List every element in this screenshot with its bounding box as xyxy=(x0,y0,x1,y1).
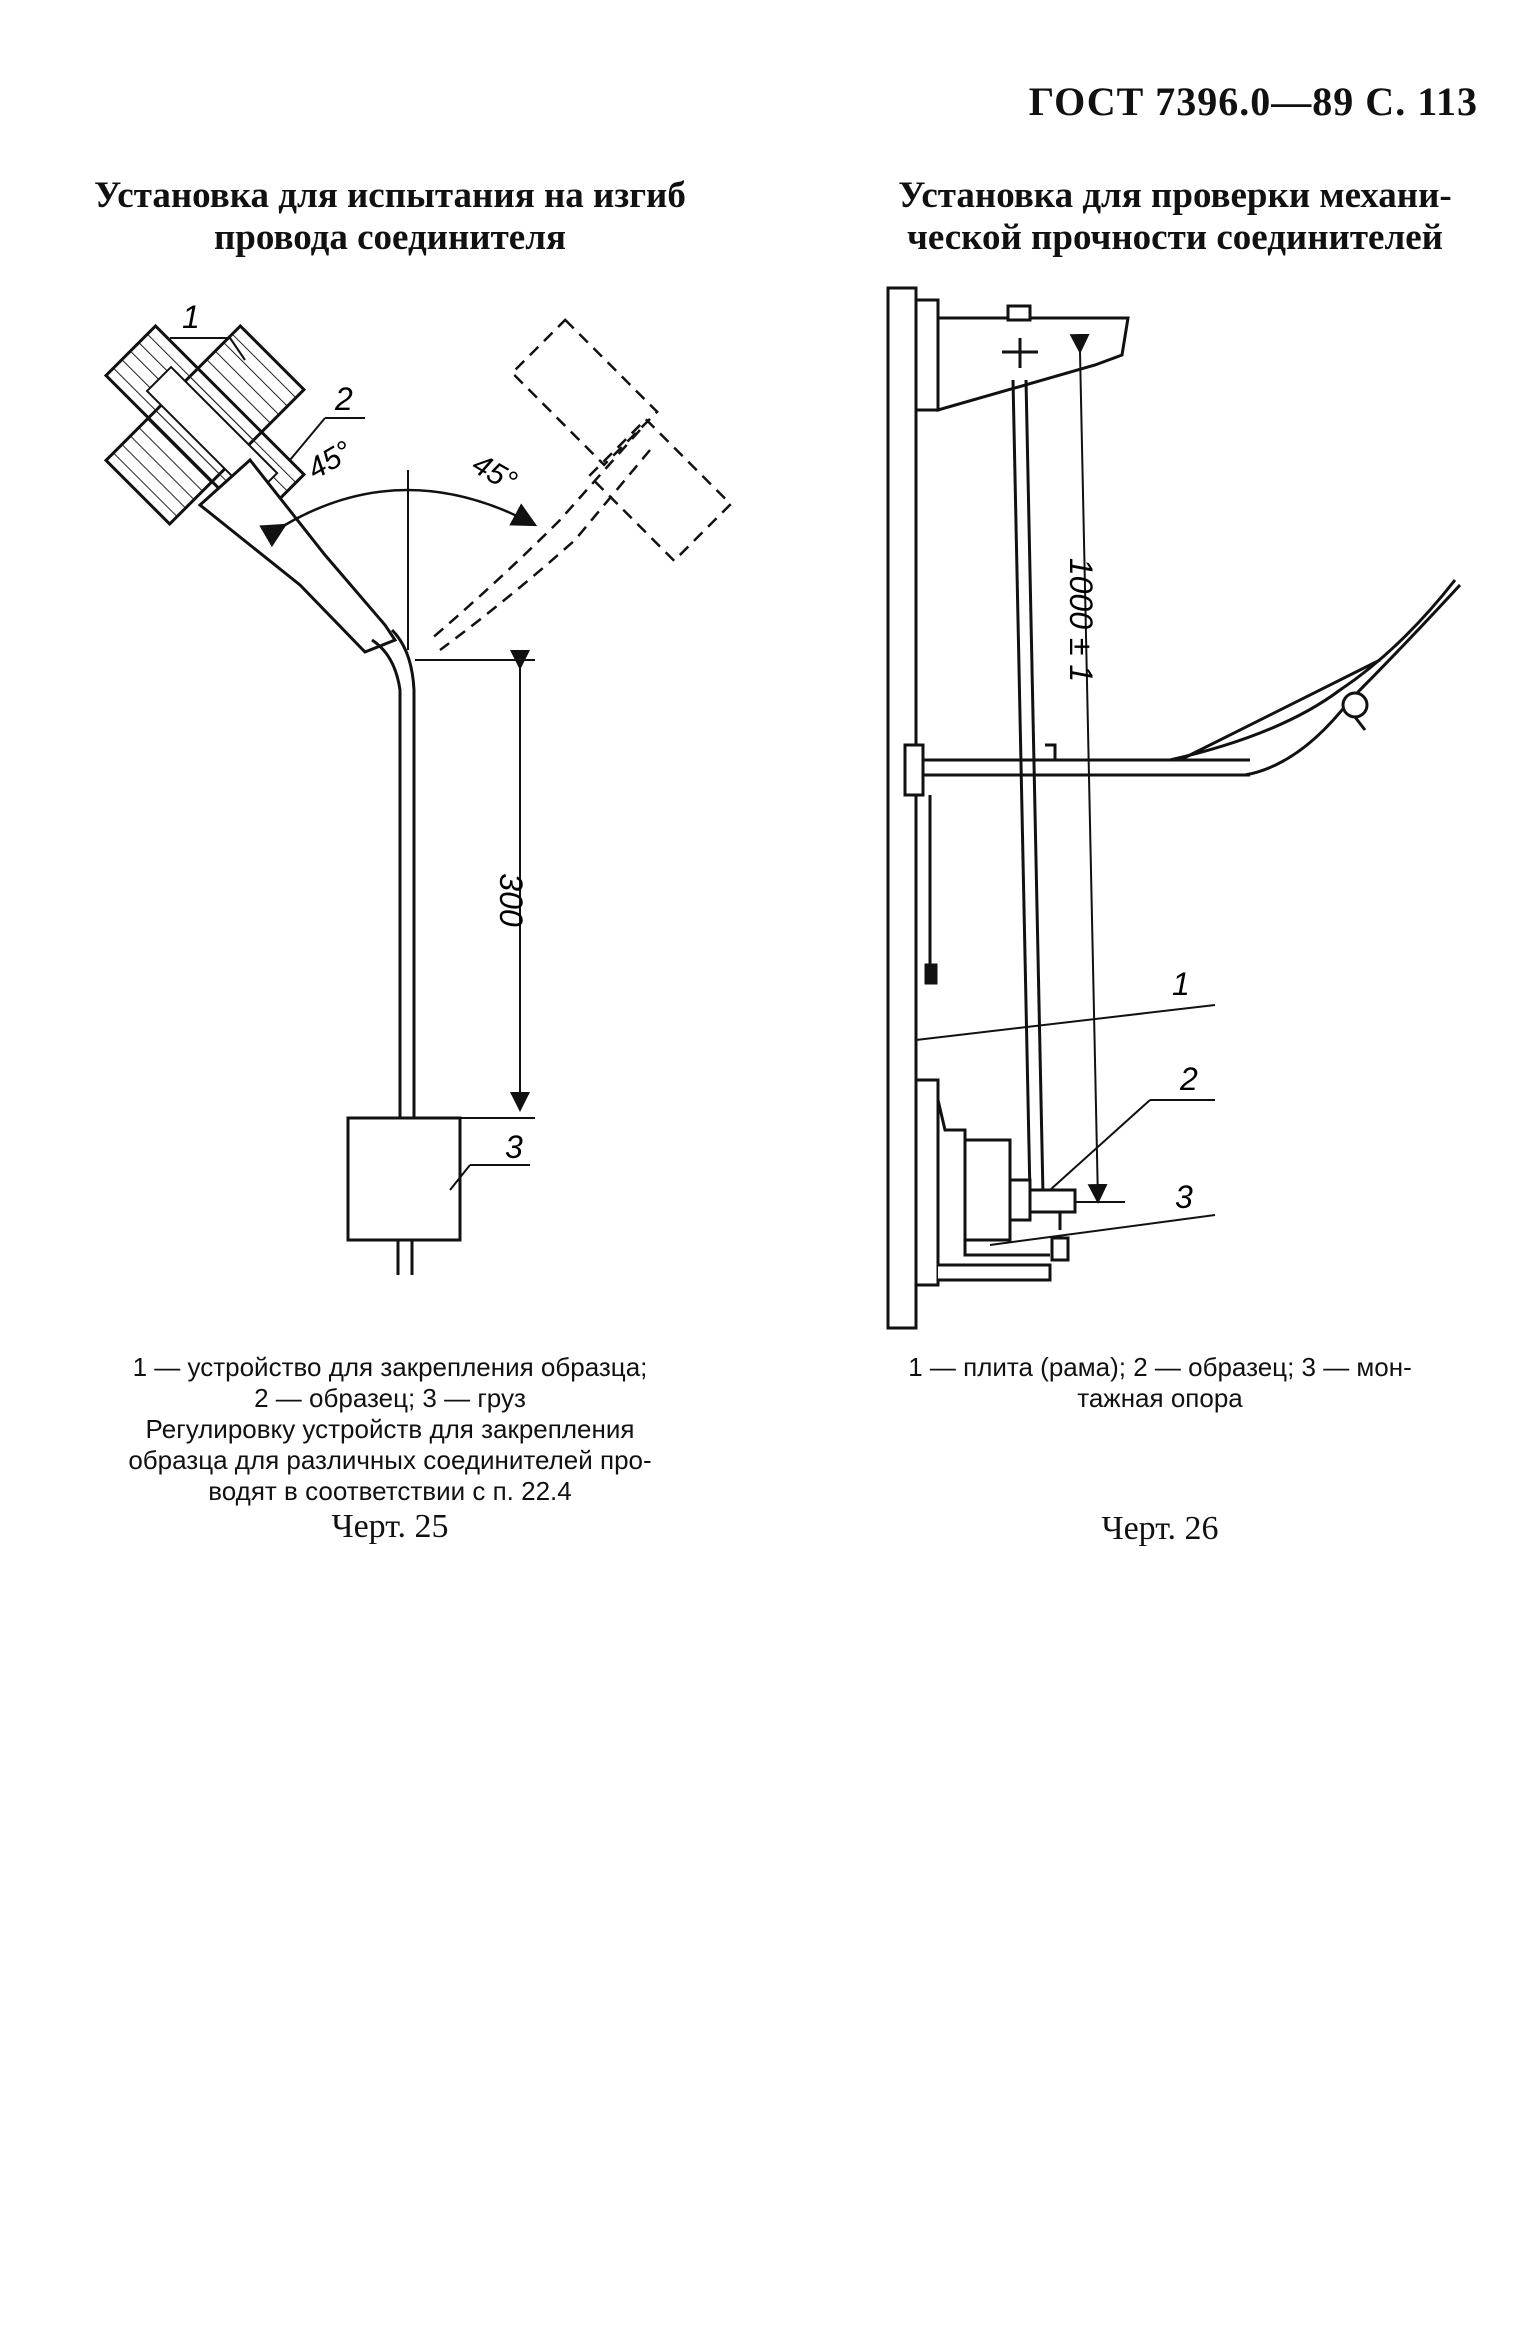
figure25-drawing: 300 45° 45° 1 2 3 xyxy=(103,299,733,1275)
figure25-caption-line1: 1 — устройство для закрепления образца; xyxy=(132,1352,648,1382)
figure26-title-line1: Установка для проверки механи- xyxy=(898,175,1452,216)
angle-right-label: 45° xyxy=(467,447,523,498)
figure25-caption-line2: 2 — образец; 3 — груз xyxy=(254,1383,526,1413)
angle-arc xyxy=(259,488,538,548)
frame-plate xyxy=(886,286,918,1330)
sample-cable xyxy=(371,628,416,1120)
mirror-position xyxy=(429,318,733,652)
dimension-300 xyxy=(415,650,535,1119)
figure26-caption: 1 — плита (рама); 2 — образец; 3 — мон- … xyxy=(820,1352,1500,1414)
label-1: 1 xyxy=(182,299,200,335)
weight xyxy=(346,1116,462,1242)
figure26-title-line2: ческой прочности соединителей xyxy=(907,217,1443,258)
figure26-title: Установка для проверки механи- ческой пр… xyxy=(850,175,1500,259)
figure25-title-line2: провода соединителя xyxy=(213,217,566,258)
figure25-note-line3: водят в соответствии с п. 22.4 xyxy=(208,1476,572,1506)
label-3: 3 xyxy=(505,1129,523,1165)
sample-connector xyxy=(197,457,398,654)
page-header: ГОСТ 7396.0—89 С. 113 xyxy=(1028,79,1478,124)
figure26-caption-line1: 1 — плита (рама); 2 — образец; 3 — мон- xyxy=(908,1352,1412,1382)
figure26-caption-line2: тажная опора xyxy=(1077,1383,1243,1413)
figure26-number: Черт. 26 xyxy=(1101,1510,1219,1547)
figure25-title: Установка для испытания на изгиб провода… xyxy=(40,175,740,259)
label-2: 2 xyxy=(334,381,353,417)
figure25-note-line1: Регулировку устройств для закрепления xyxy=(145,1414,635,1444)
mounting-support xyxy=(914,1078,1077,1287)
top-bracket xyxy=(914,298,1130,412)
figure26-drawing: 1000 ± 1 1 2 3 xyxy=(886,286,1462,1330)
figure25-title-line1: Установка для испытания на изгиб xyxy=(94,175,686,216)
label-1: 1 xyxy=(1172,966,1190,1002)
middle-arm xyxy=(903,579,1462,985)
label-3: 3 xyxy=(1175,1179,1193,1215)
dimension-300-label: 300 xyxy=(493,873,529,927)
dimension-1000 xyxy=(1069,333,1125,1204)
clamp-device xyxy=(103,323,307,527)
figure25-caption: 1 — устройство для закрепления образца; … xyxy=(60,1352,720,1507)
dimension-1000-label: 1000 ± 1 xyxy=(1063,558,1099,682)
label-2: 2 xyxy=(1179,1061,1198,1097)
figure25-number: Черт. 25 xyxy=(331,1508,449,1545)
figure25-note-line2: образца для различных соединителей про- xyxy=(128,1445,652,1475)
angle-left-label: 45° xyxy=(302,435,358,486)
